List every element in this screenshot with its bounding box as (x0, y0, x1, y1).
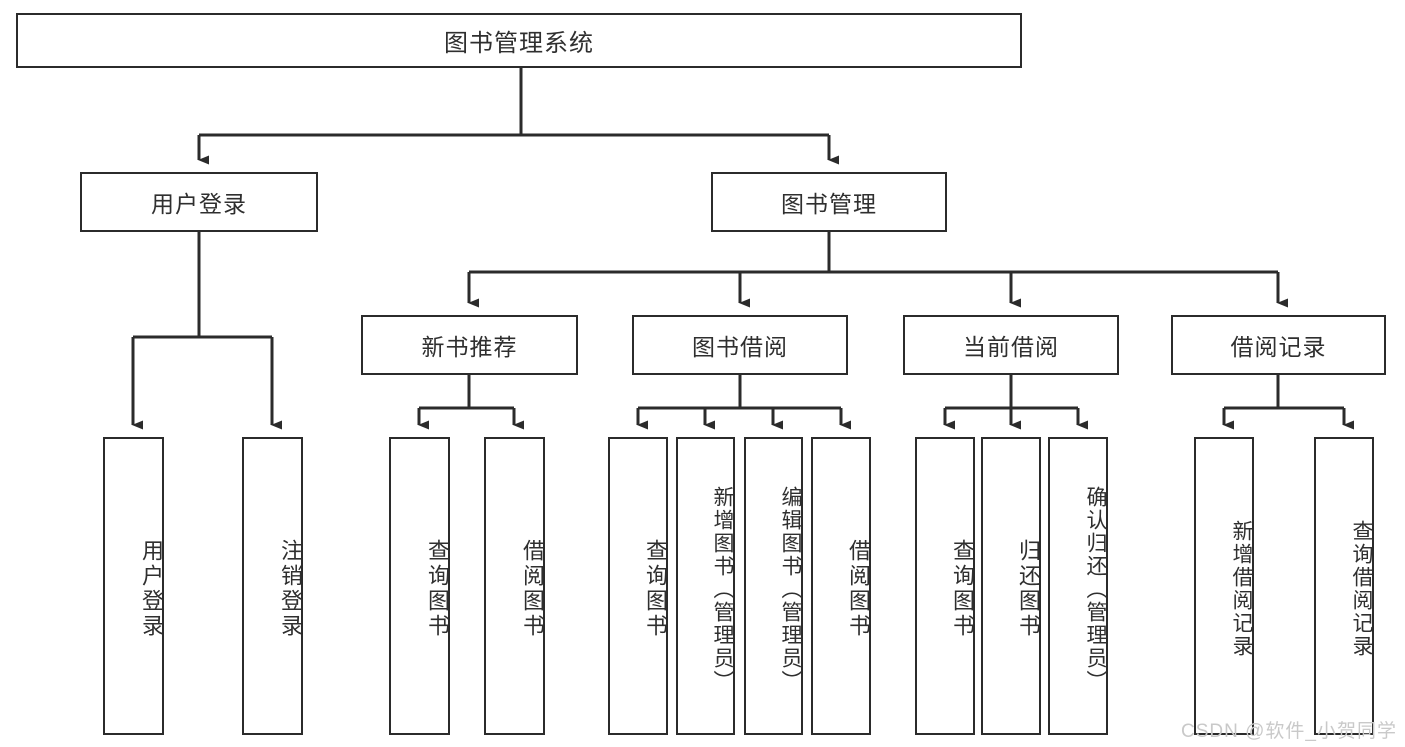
leaf-book-borrow-borrow-book[interactable]: 借阅图书 (811, 437, 871, 735)
node-current-borrow[interactable]: 当前借阅 (903, 315, 1119, 375)
leaf-book-borrow-add-book-admin[interactable]: 新增图书（管理员） (676, 437, 735, 735)
leaf-new-book-borrow-book[interactable]: 借阅图书 (484, 437, 545, 735)
node-book-management[interactable]: 图书管理 (711, 172, 947, 232)
leaf-current-borrow-confirm-return-admin[interactable]: 确认归还（管理员） (1048, 437, 1108, 735)
leaf-current-borrow-query-book[interactable]: 查询图书 (915, 437, 975, 735)
leaf-borrow-record-add-record[interactable]: 新增借阅记录 (1194, 437, 1254, 735)
leaf-new-book-query-book[interactable]: 查询图书 (389, 437, 450, 735)
node-borrow-record[interactable]: 借阅记录 (1171, 315, 1386, 375)
node-book-borrow[interactable]: 图书借阅 (632, 315, 848, 375)
leaf-user-login-logout[interactable]: 注销登录 (242, 437, 303, 735)
node-root-book-management-system[interactable]: 图书管理系统 (16, 13, 1022, 68)
leaf-borrow-record-query-record[interactable]: 查询借阅记录 (1314, 437, 1374, 735)
node-user-login[interactable]: 用户登录 (80, 172, 318, 232)
node-new-book-recommend[interactable]: 新书推荐 (361, 315, 578, 375)
csdn-watermark: CSDN @软件_小贺同学 (1181, 721, 1397, 742)
leaf-current-borrow-return-book[interactable]: 归还图书 (981, 437, 1041, 735)
leaf-book-borrow-edit-book-admin[interactable]: 编辑图书（管理员） (744, 437, 803, 735)
leaf-user-login-login[interactable]: 用户登录 (103, 437, 164, 735)
leaf-book-borrow-query-book[interactable]: 查询图书 (608, 437, 668, 735)
